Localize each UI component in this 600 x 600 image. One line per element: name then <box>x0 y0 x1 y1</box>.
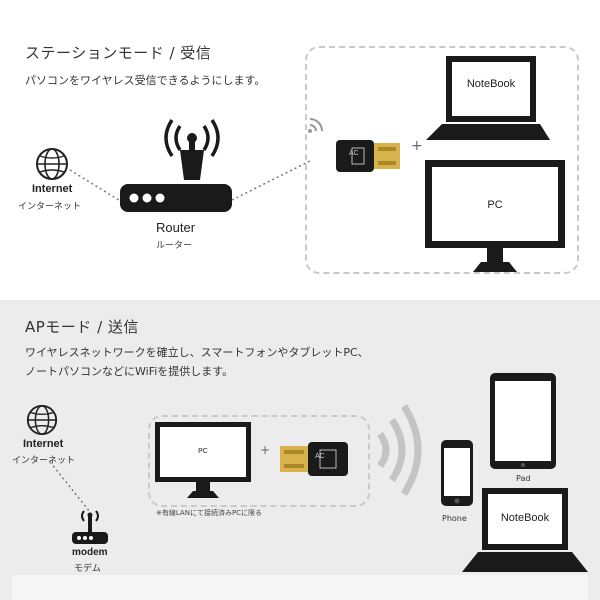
pc-monitor-icon <box>425 160 565 272</box>
usb-adapter-icon <box>280 442 348 476</box>
globe-icon <box>26 404 58 436</box>
modem-jp-label: モデム <box>74 564 101 574</box>
station-mode-description: パソコンをワイヤレス受信できるようにします。 <box>25 74 266 87</box>
wired-lan-note: ※有線LANにて接続済みPCに限る <box>156 509 263 517</box>
notebook-icon <box>426 56 550 140</box>
globe-icon <box>36 148 68 180</box>
tablet-icon <box>490 373 556 469</box>
router-jp-label: ルーター <box>156 241 193 251</box>
wifi-waves-icon <box>377 404 422 496</box>
ap-mode-description-line2: ノートパソコンなどにWiFiを提供します。 <box>25 365 234 378</box>
internet-jp-label: インターネット <box>12 456 76 466</box>
ap-mode-description-line1: ワイヤレスネットワークを確立し、スマートフォンやタブレットPC、 <box>25 346 369 359</box>
modem-icon <box>72 510 108 544</box>
notebook-label: NoteBook <box>500 512 550 524</box>
pad-label: Pad <box>516 474 531 483</box>
adapter-label: AC <box>315 453 325 460</box>
pc-label: PC <box>487 199 503 211</box>
internet-label: Internet <box>23 438 64 450</box>
station-mode-title: ステーションモード / 受信 <box>25 44 212 62</box>
plus-sign: + <box>411 138 423 154</box>
station-connection-lines <box>69 159 313 203</box>
router-icon <box>120 119 232 212</box>
usb-adapter-icon <box>336 140 400 172</box>
pc-monitor-icon <box>155 422 251 498</box>
router-label: Router <box>156 220 196 235</box>
station-client-box <box>305 46 579 274</box>
plus-sign: + <box>260 443 271 457</box>
bottom-strip <box>12 575 588 600</box>
ap-mode-title: APモード / 送信 <box>25 318 139 336</box>
internet-jp-label: インターネット <box>18 202 82 212</box>
phone-icon <box>441 440 473 506</box>
internet-label: Internet <box>32 183 73 195</box>
adapter-label: AC <box>349 150 359 157</box>
phone-label: Phone <box>442 514 467 523</box>
wifi-signal-icon <box>308 118 323 133</box>
modem-label: modem <box>72 547 108 558</box>
ap-connection-lines <box>49 461 91 513</box>
pc-label: PC <box>198 448 208 455</box>
notebook-icon <box>462 488 588 572</box>
notebook-label: NoteBook <box>466 78 516 90</box>
ap-host-box <box>148 415 370 507</box>
